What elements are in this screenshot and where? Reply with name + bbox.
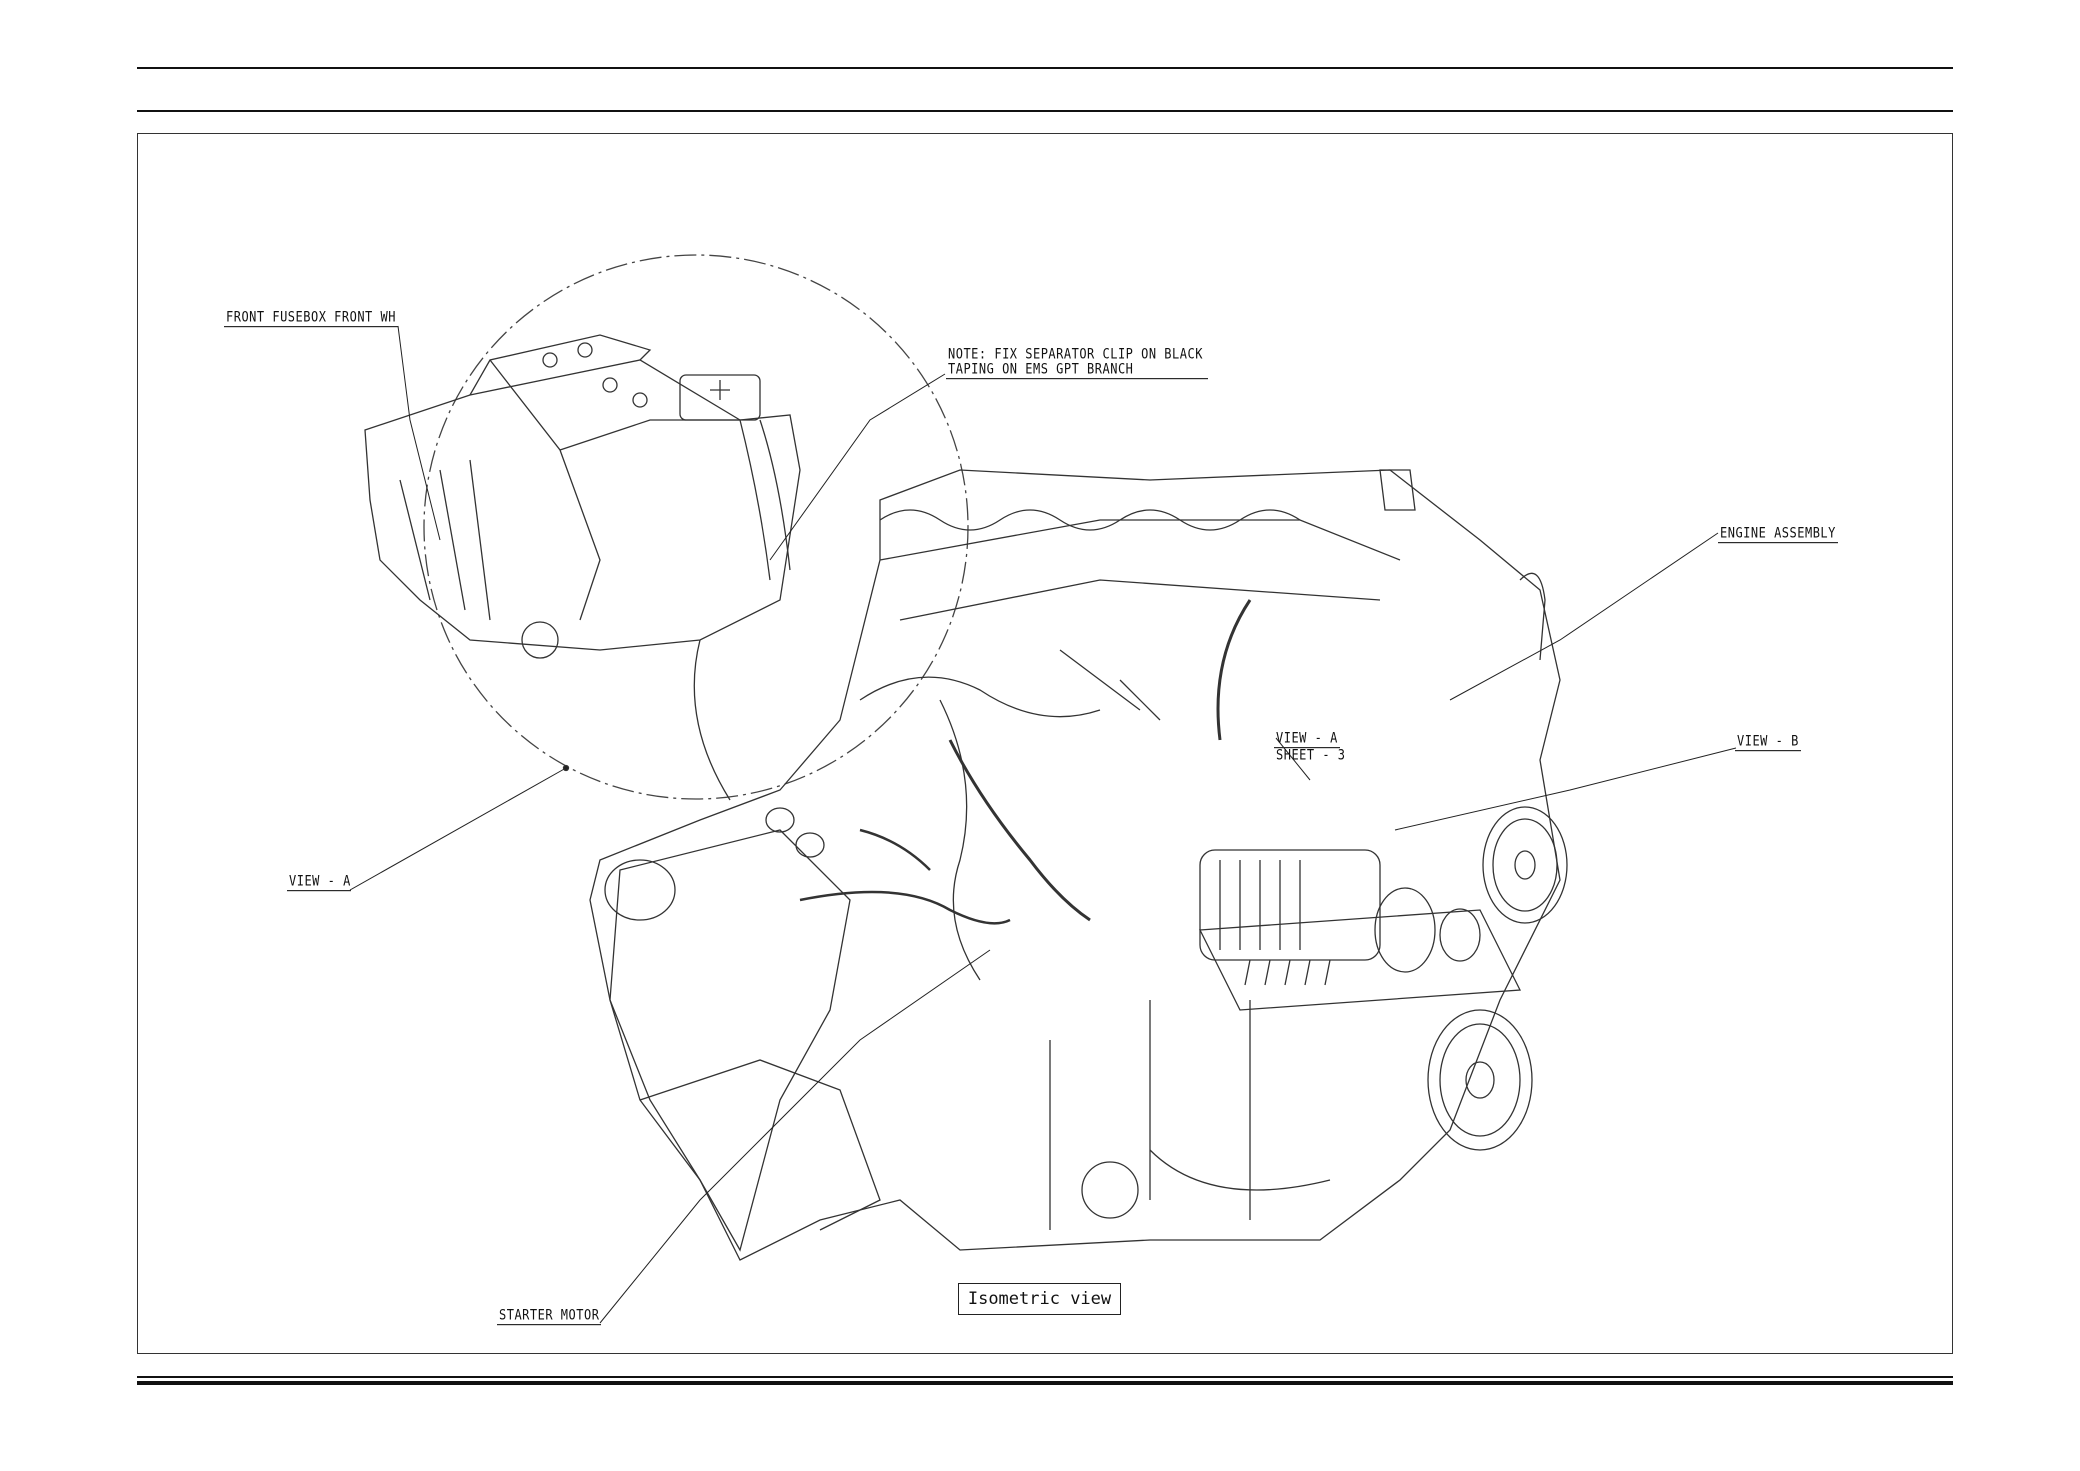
header-rule-bottom [137, 110, 1953, 112]
drawing-frame [137, 133, 1953, 1354]
fusebox-illustration [364, 334, 801, 801]
callout-sheet-3: SHEET - 3 [1276, 746, 1346, 763]
view-a-detail-circle [423, 254, 969, 800]
callout-note-line1: NOTE: FIX SEPARATOR CLIP ON BLACK [948, 345, 1203, 362]
view-title: Isometric view [967, 1289, 1112, 1309]
callout-view-b: VIEW - B [1735, 733, 1801, 752]
header-rule-top [137, 67, 1953, 69]
callout-engine-assembly: ENGINE ASSEMBLY [1718, 525, 1838, 544]
callout-starter-motor: STARTER MOTOR [497, 1307, 602, 1326]
footer-rule-thick [137, 1381, 1953, 1385]
callout-front-fusebox: FRONT FUSEBOX FRONT WH [224, 309, 398, 328]
callout-note-line2: TAPING ON EMS GPT BRANCH [946, 361, 1208, 380]
view-title-box: Isometric view [958, 1283, 1121, 1315]
leader-dot [562, 764, 570, 772]
callout-view-a-center: VIEW - A [1274, 730, 1340, 749]
footer-rule-thin [137, 1376, 1953, 1378]
leader-lines [349, 325, 1737, 1324]
engine-block-illustration [589, 469, 1568, 1261]
callout-view-a-left: VIEW - A [287, 873, 351, 892]
